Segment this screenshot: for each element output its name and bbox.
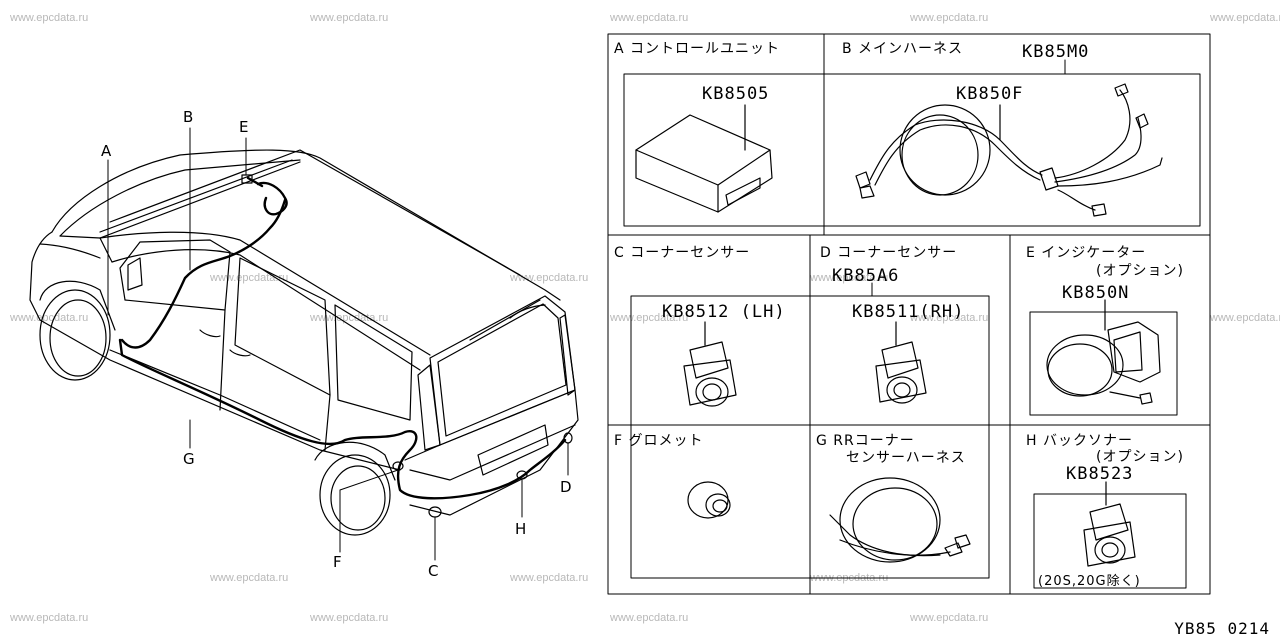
vehicle-illustration bbox=[29, 149, 579, 536]
watermark: www.epcdata.ru bbox=[310, 312, 389, 324]
watermark: www.epcdata.ru bbox=[810, 272, 889, 284]
watermark: www.epcdata.ru bbox=[610, 612, 689, 624]
cell-d-kit: KB85A6 bbox=[832, 266, 900, 286]
control-unit-drawing bbox=[635, 104, 773, 213]
corner-sensor-d-on-car bbox=[563, 432, 573, 444]
cell-g-title: G RRコーナー bbox=[816, 433, 915, 449]
back-sonar-drawing bbox=[1083, 481, 1136, 567]
grommet-drawing bbox=[687, 481, 731, 519]
cell-e-title: E インジケーター bbox=[1026, 245, 1147, 261]
corner-sensor-rh-drawing bbox=[875, 321, 927, 404]
watermark: www.epcdata.ru bbox=[1210, 12, 1280, 24]
watermark: www.epcdata.ru bbox=[10, 312, 89, 324]
watermark: www.epcdata.ru bbox=[910, 312, 989, 324]
cell-e-part: KB850N bbox=[1062, 283, 1130, 303]
indicator-drawing bbox=[1046, 299, 1161, 405]
label-g: G bbox=[183, 450, 196, 468]
label-e: E bbox=[239, 118, 249, 136]
main-harness-drawing bbox=[855, 83, 1163, 217]
cell-g-subtitle: センサーハーネス bbox=[846, 450, 966, 466]
cell-d-title: D コーナーセンサー bbox=[820, 245, 958, 261]
label-f: F bbox=[333, 553, 343, 571]
diagram-code: YB85 0214 bbox=[1174, 619, 1270, 638]
cell-c-part: KB8512 (LH) bbox=[662, 302, 786, 322]
harness-routing bbox=[118, 176, 567, 500]
cell-c-title: C コーナーセンサー bbox=[614, 245, 751, 261]
watermark: www.epcdata.ru bbox=[10, 12, 89, 24]
watermark: www.epcdata.ru bbox=[310, 12, 389, 24]
label-a: A bbox=[101, 142, 112, 160]
cell-d-part: KB8511(RH) bbox=[852, 302, 965, 322]
cell-h-title: H バックソナー bbox=[1026, 433, 1133, 449]
label-b: B bbox=[183, 108, 194, 126]
watermark: www.epcdata.ru bbox=[910, 612, 989, 624]
watermark: www.epcdata.ru bbox=[1210, 312, 1280, 324]
watermark: www.epcdata.ru bbox=[610, 12, 689, 24]
watermark: www.epcdata.ru bbox=[210, 272, 289, 284]
watermark: www.epcdata.ru bbox=[10, 612, 89, 624]
watermark: www.epcdata.ru bbox=[510, 572, 589, 584]
cell-b-part: KB850F bbox=[956, 84, 1024, 104]
rr-corner-harness-drawing bbox=[829, 477, 971, 563]
watermark: www.epcdata.ru bbox=[610, 312, 689, 324]
corner-sensor-lh-drawing bbox=[683, 321, 737, 407]
label-c: C bbox=[428, 562, 439, 580]
label-d: D bbox=[560, 478, 573, 496]
cell-b-kit: KB85M0 bbox=[1022, 42, 1090, 62]
leader-lines bbox=[107, 127, 569, 561]
watermark: www.epcdata.ru bbox=[210, 572, 289, 584]
indicator-on-car bbox=[241, 174, 253, 184]
cell-h-note: (20S,20G除く) bbox=[1038, 574, 1141, 589]
watermark: www.epcdata.ru bbox=[310, 612, 389, 624]
cell-b-title: B メインハーネス bbox=[842, 41, 964, 57]
watermark: www.epcdata.ru bbox=[910, 12, 989, 24]
cell-h-subtitle: (オプション) bbox=[1096, 449, 1184, 465]
cell-a-title: A コントロールユニット bbox=[614, 41, 781, 57]
cell-a-part: KB8505 bbox=[702, 84, 770, 104]
cell-f-title: F グロメット bbox=[614, 433, 704, 449]
label-h: H bbox=[515, 520, 527, 538]
parts-table bbox=[607, 33, 1211, 595]
cell-h-part: KB8523 bbox=[1066, 464, 1134, 484]
cell-e-subtitle: (オプション) bbox=[1096, 263, 1184, 279]
